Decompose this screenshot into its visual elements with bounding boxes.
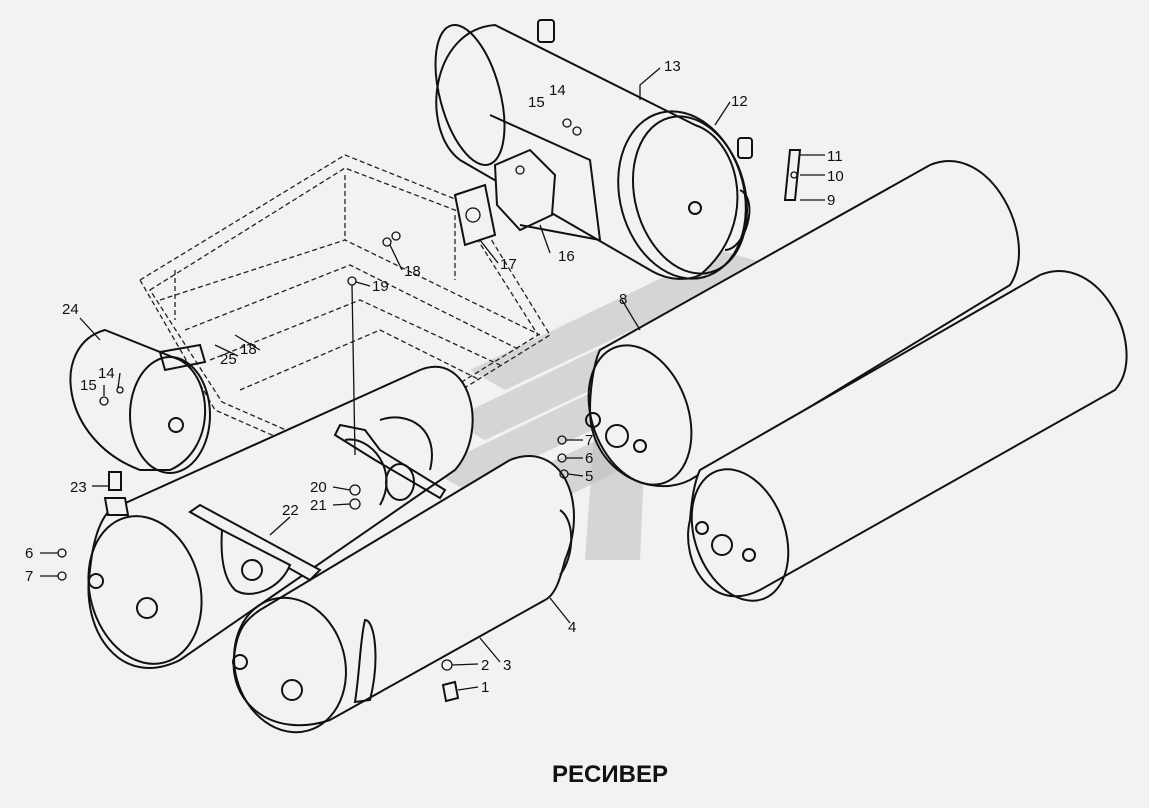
callout-1: 1 xyxy=(481,679,489,696)
callout-13: 13 xyxy=(664,58,681,75)
leader-lines xyxy=(40,67,825,691)
tank-24 xyxy=(69,328,211,474)
callout-6-right: 6 xyxy=(585,450,593,467)
callout-20: 20 xyxy=(310,479,327,496)
callout-17: 17 xyxy=(500,256,517,273)
fastener-group-9-11 xyxy=(783,149,802,201)
tank-front-left xyxy=(87,366,474,669)
callout-8: 8 xyxy=(619,291,627,308)
callout-5: 5 xyxy=(585,468,593,485)
callout-9: 9 xyxy=(827,192,835,209)
callout-14: 14 xyxy=(549,82,566,99)
callout-22: 22 xyxy=(282,502,299,519)
tank-8-rear xyxy=(687,270,1128,602)
callout-7-right: 7 xyxy=(585,432,593,449)
callout-10: 10 xyxy=(827,168,844,185)
bracket-23 xyxy=(103,471,130,516)
callout-3: 3 xyxy=(503,657,511,674)
callout-2: 2 xyxy=(481,657,489,674)
callout-11: 11 xyxy=(827,148,843,165)
tank-upper xyxy=(434,19,753,280)
callout-6-left: 6 xyxy=(25,545,33,562)
callout-24: 24 xyxy=(62,301,79,318)
callout-19: 19 xyxy=(372,278,389,295)
fasteners xyxy=(57,118,582,703)
callout-14-left: 14 xyxy=(98,365,115,382)
callout-4: 4 xyxy=(568,619,576,636)
bracket-22 xyxy=(188,503,322,595)
callout-15: 15 xyxy=(528,94,545,111)
callout-23: 23 xyxy=(70,479,87,496)
callout-15-left: 15 xyxy=(80,377,97,394)
callout-21: 21 xyxy=(310,497,327,514)
callout-16: 16 xyxy=(558,248,575,265)
tank-front-right xyxy=(232,455,575,734)
callout-12: 12 xyxy=(731,93,748,110)
callout-7-left: 7 xyxy=(25,568,33,585)
callout-18: 18 xyxy=(404,263,421,280)
callouts: 13 12 14 15 11 10 9 16 17 18 19 8 24 18 … xyxy=(25,58,844,696)
dashed-frame xyxy=(139,154,551,466)
diagram-caption: РЕСИВЕР xyxy=(552,761,668,788)
callout-25: 25 xyxy=(220,351,237,368)
tank-8 xyxy=(585,160,1020,488)
callout-18-lower: 18 xyxy=(240,341,257,358)
